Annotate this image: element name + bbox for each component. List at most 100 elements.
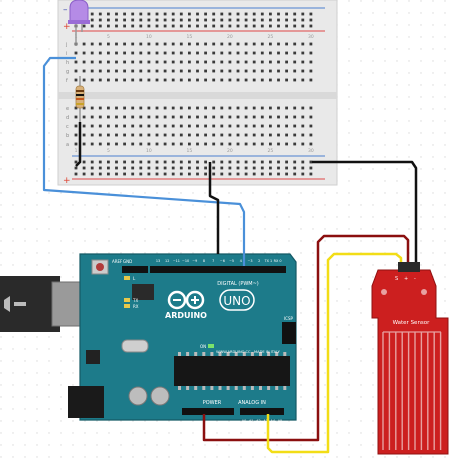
rail-hole bbox=[309, 24, 313, 28]
rail-hole bbox=[179, 160, 183, 164]
digital-header-label: DIGITAL (PWM~) bbox=[217, 281, 259, 287]
terminal-hole bbox=[90, 124, 94, 128]
terminal-hole bbox=[163, 115, 167, 119]
terminal-hole bbox=[82, 124, 86, 128]
terminal-hole bbox=[244, 106, 248, 110]
terminal-hole bbox=[236, 115, 240, 119]
terminal-hole bbox=[155, 124, 159, 128]
rail-hole bbox=[139, 160, 143, 164]
terminal-hole bbox=[179, 133, 183, 137]
rail-hole bbox=[204, 12, 207, 16]
terminal-hole bbox=[285, 124, 288, 128]
rail-hole bbox=[107, 24, 110, 28]
terminal-hole bbox=[188, 142, 191, 146]
terminal-hole bbox=[260, 51, 264, 55]
digital-pin-label: 4 bbox=[240, 259, 242, 263]
terminal-hole bbox=[220, 115, 224, 119]
rail-hole bbox=[131, 12, 135, 16]
rail-hole bbox=[107, 166, 110, 170]
analog-pin-label: A0 bbox=[242, 419, 246, 423]
rail-hole bbox=[269, 24, 272, 28]
rail-hole bbox=[228, 24, 232, 28]
rail-hole bbox=[196, 160, 199, 164]
digital-pin-label: TX 1 bbox=[264, 259, 273, 263]
rail-hole bbox=[179, 18, 183, 22]
sensor-label: Water Sensor bbox=[393, 320, 431, 326]
terminal-hole bbox=[277, 133, 280, 137]
resistor bbox=[75, 76, 85, 122]
rail-hole bbox=[155, 12, 159, 16]
rail-hole bbox=[269, 18, 272, 22]
rail-hole bbox=[236, 12, 240, 16]
rail-hole bbox=[220, 24, 224, 28]
rail-hole bbox=[90, 172, 94, 176]
terminal-hole bbox=[107, 69, 110, 73]
terminal-hole bbox=[98, 124, 102, 128]
rail-hole bbox=[277, 24, 280, 28]
terminal-hole bbox=[82, 42, 86, 46]
terminal-hole bbox=[98, 51, 102, 55]
terminal-hole bbox=[115, 51, 118, 55]
terminal-hole bbox=[82, 133, 86, 137]
sensor-pin-plus: + bbox=[404, 276, 408, 282]
rail-hole bbox=[228, 160, 232, 164]
rail-hole bbox=[244, 18, 248, 22]
terminal-hole bbox=[131, 115, 135, 119]
terminal-hole bbox=[293, 60, 297, 64]
terminal-hole bbox=[293, 142, 297, 146]
terminal-hole bbox=[98, 106, 102, 110]
rail-hole bbox=[236, 18, 240, 22]
rail-hole bbox=[107, 160, 110, 164]
rail-hole bbox=[277, 160, 280, 164]
digital-pin-label: ~3 bbox=[248, 259, 253, 263]
row-letter: e bbox=[66, 106, 69, 112]
rail-hole bbox=[196, 12, 199, 16]
terminal-hole bbox=[236, 78, 240, 82]
terminal-hole bbox=[220, 124, 224, 128]
terminal-hole bbox=[220, 106, 224, 110]
sensor-pcb bbox=[371, 269, 449, 455]
rail-hole bbox=[285, 18, 288, 22]
column-number: 10 bbox=[146, 34, 152, 40]
analog-pin-label: A4 bbox=[271, 419, 275, 423]
rail-hole bbox=[220, 166, 224, 170]
rail-hole bbox=[212, 160, 216, 164]
sensor-mount-hole-right bbox=[421, 289, 427, 295]
terminal-hole bbox=[269, 133, 272, 137]
terminal-hole bbox=[90, 142, 94, 146]
rail-hole bbox=[301, 12, 305, 16]
terminal-hole bbox=[196, 78, 199, 82]
terminal-hole bbox=[131, 78, 135, 82]
terminal-hole bbox=[204, 51, 207, 55]
led-rim bbox=[68, 20, 90, 24]
column-number: 15 bbox=[187, 34, 193, 40]
wires bbox=[42, 56, 418, 454]
terminal-hole bbox=[301, 133, 305, 137]
rail-hole bbox=[131, 160, 135, 164]
terminal-hole bbox=[155, 51, 159, 55]
rail-hole bbox=[204, 172, 207, 176]
icsp-label: ICSP bbox=[284, 316, 294, 321]
chip-pin bbox=[250, 352, 254, 356]
chip-pin bbox=[202, 386, 206, 390]
terminal-hole bbox=[98, 115, 102, 119]
chip-pin bbox=[234, 352, 238, 356]
rail-hole bbox=[147, 18, 151, 22]
terminal-hole bbox=[188, 106, 191, 110]
terminal-hole bbox=[147, 115, 151, 119]
breadboard-holes bbox=[74, 12, 313, 176]
led-body bbox=[69, 0, 89, 23]
terminal-hole bbox=[163, 69, 167, 73]
column-number: 20 bbox=[227, 148, 233, 154]
rail-hole bbox=[269, 160, 272, 164]
rail-hole bbox=[252, 24, 256, 28]
terminal-hole bbox=[82, 51, 86, 55]
rail-hole bbox=[220, 18, 224, 22]
rail-hole bbox=[269, 12, 272, 16]
terminal-hole bbox=[179, 69, 183, 73]
terminal-hole bbox=[131, 124, 135, 128]
terminal-hole bbox=[260, 115, 264, 119]
terminal-hole bbox=[163, 42, 167, 46]
rail-hole bbox=[171, 24, 175, 28]
terminal-hole bbox=[98, 142, 102, 146]
